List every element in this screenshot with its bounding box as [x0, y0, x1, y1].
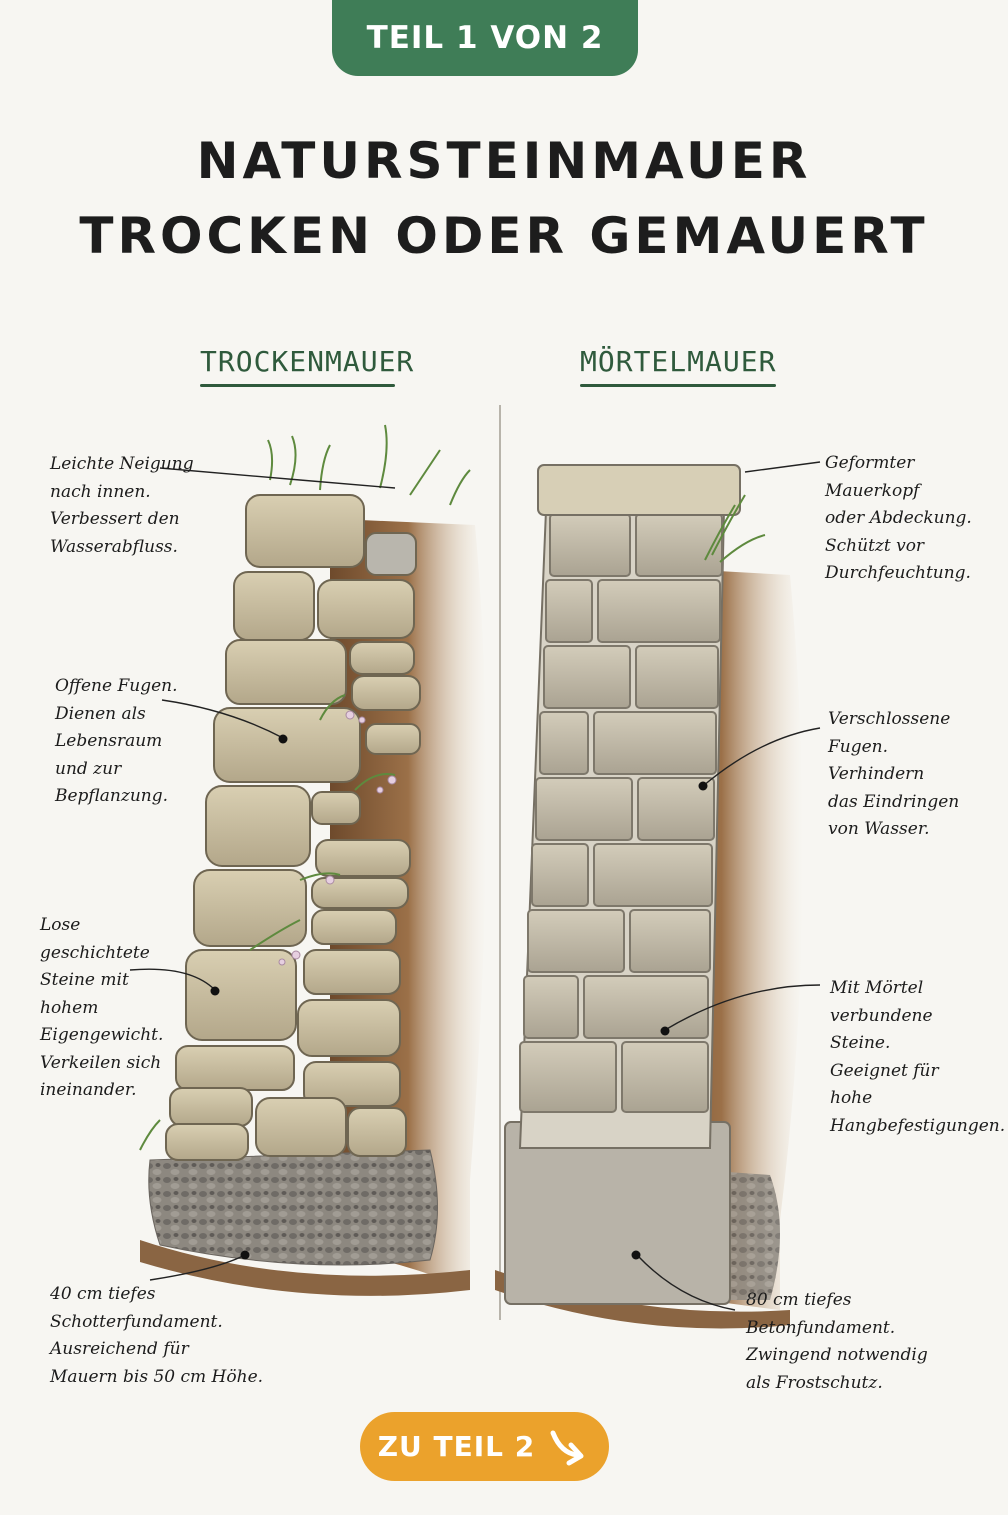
column-heading-dry-wall-label: TROCKENMAUER	[200, 345, 415, 378]
wall-coping-stone	[537, 464, 741, 516]
part-badge: TEIL 1 VON 2	[332, 0, 638, 76]
page-title-line-1: NATURSTEINMAUER	[196, 132, 812, 190]
column-heading-mortar-wall: MÖRTELMAUER	[580, 345, 776, 387]
annotation-leaders	[129, 461, 821, 1311]
note-slight-inward-slope: Leichte Neigung nach innen. Verbessert d…	[50, 454, 194, 557]
soil-under-gravel-left	[140, 1240, 470, 1296]
column-heading-mortar-wall-label: MÖRTELMAUER	[580, 345, 777, 378]
gravel-foundation-left	[148, 1149, 438, 1266]
dry-stone-wall	[139, 424, 487, 1296]
mortar-wall	[495, 464, 803, 1329]
note-wall-coping: Geformter Mauerkopf oder Abdeckung. Schü…	[825, 453, 972, 583]
note-mortar-bonded-stones: Mit Mörtel verbundene Steine. Geeignet f…	[830, 978, 1006, 1136]
next-part-button[interactable]: ZU TEIL 2	[360, 1412, 609, 1481]
note-concrete-foundation: 80 cm tiefes Betonfundament. Zwingend no…	[746, 1290, 928, 1393]
note-loose-stacked-stones: Lose geschichtete Steine mit hohem Eigen…	[40, 915, 164, 1100]
dry-stones	[165, 494, 421, 1161]
note-open-joints: Offene Fugen. Dienen als Lebensraum und …	[55, 676, 178, 806]
note-sealed-joints: Verschlossene Fugen. Verhindern das Eind…	[828, 709, 960, 839]
annotation-dots	[210, 734, 708, 1260]
page-title-line-2: TROCKEN ODER GEMAUERT	[79, 207, 929, 265]
heading-underline	[200, 384, 395, 387]
heading-underline	[580, 384, 776, 387]
column-heading-dry-wall: TROCKENMAUER	[200, 345, 413, 387]
soil-under-foundation-right	[495, 1270, 790, 1329]
next-part-button-label: ZU TEIL 2	[377, 1430, 536, 1463]
arrow-down-right-icon	[550, 1430, 584, 1465]
plants-right	[704, 494, 766, 563]
plants-left	[139, 424, 471, 1151]
mortar-stones	[519, 513, 723, 1113]
note-gravel-foundation: 40 cm tiefes Schotterfundament. Ausreich…	[50, 1284, 264, 1387]
flowers-left	[278, 710, 397, 966]
concrete-foundation	[504, 1121, 731, 1305]
